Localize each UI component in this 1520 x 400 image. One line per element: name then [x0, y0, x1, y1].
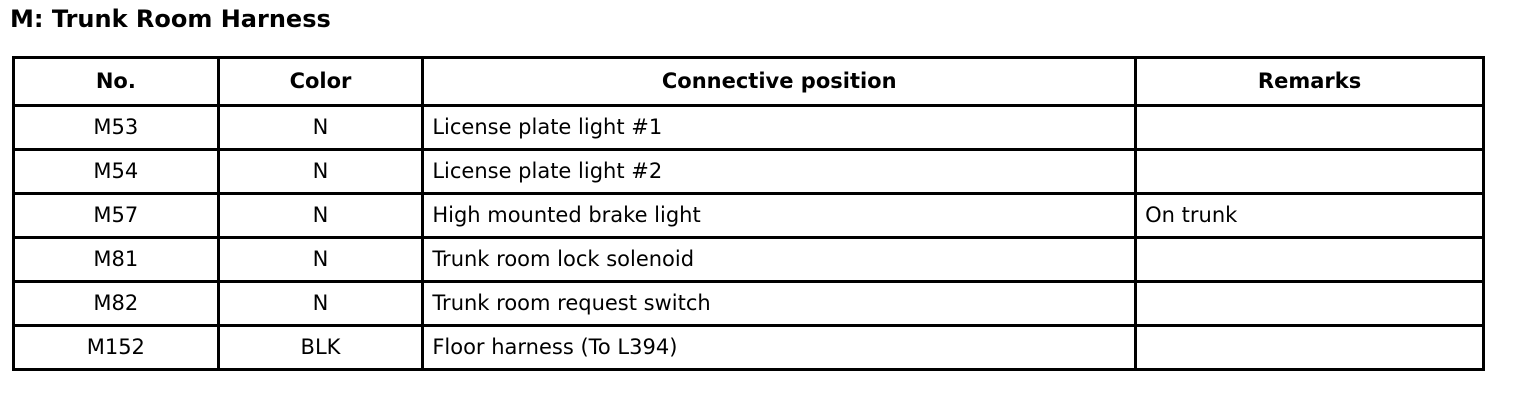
cell-no: M57 [12, 192, 220, 239]
cell-no: M82 [12, 280, 220, 327]
cell-no: M81 [12, 236, 220, 283]
cell-color: BLK [216, 324, 425, 371]
cell-color: N [216, 280, 425, 327]
column-header-no: No. [12, 56, 220, 107]
cell-no: M152 [12, 324, 220, 371]
cell-no: M54 [12, 148, 220, 195]
cell-position: Trunk room request switch [421, 280, 1138, 327]
harness-table: No. Color Connective position Remarks M5… [12, 56, 1485, 371]
harness-table-container: No. Color Connective position Remarks M5… [12, 56, 1485, 371]
column-header-color: Color [216, 56, 425, 107]
table-body: M53 N License plate light #1 M54 N Licen… [12, 104, 1485, 371]
cell-remarks [1134, 324, 1485, 371]
cell-remarks [1134, 104, 1485, 151]
table-row: M53 N License plate light #1 [12, 104, 1485, 151]
table-row: M82 N Trunk room request switch [12, 280, 1485, 327]
cell-color: N [216, 192, 425, 239]
table-header-row: No. Color Connective position Remarks [12, 56, 1485, 107]
table-header: No. Color Connective position Remarks [12, 56, 1485, 107]
table-row: M57 N High mounted brake light On trunk [12, 192, 1485, 239]
cell-remarks [1134, 148, 1485, 195]
column-header-remarks: Remarks [1134, 56, 1485, 107]
cell-position: License plate light #2 [421, 148, 1138, 195]
table-row: M81 N Trunk room lock solenoid [12, 236, 1485, 283]
cell-remarks: On trunk [1134, 192, 1485, 239]
cell-remarks [1134, 280, 1485, 327]
cell-remarks [1134, 236, 1485, 283]
cell-no: M53 [12, 104, 220, 151]
table-row: M152 BLK Floor harness (To L394) [12, 324, 1485, 371]
page-title: M: Trunk Room Harness [10, 5, 331, 33]
cell-position: Floor harness (To L394) [421, 324, 1138, 371]
cell-position: Trunk room lock solenoid [421, 236, 1138, 283]
column-header-position: Connective position [421, 56, 1138, 107]
cell-position: High mounted brake light [421, 192, 1138, 239]
cell-position: License plate light #1 [421, 104, 1138, 151]
cell-color: N [216, 236, 425, 283]
table-row: M54 N License plate light #2 [12, 148, 1485, 195]
cell-color: N [216, 104, 425, 151]
cell-color: N [216, 148, 425, 195]
